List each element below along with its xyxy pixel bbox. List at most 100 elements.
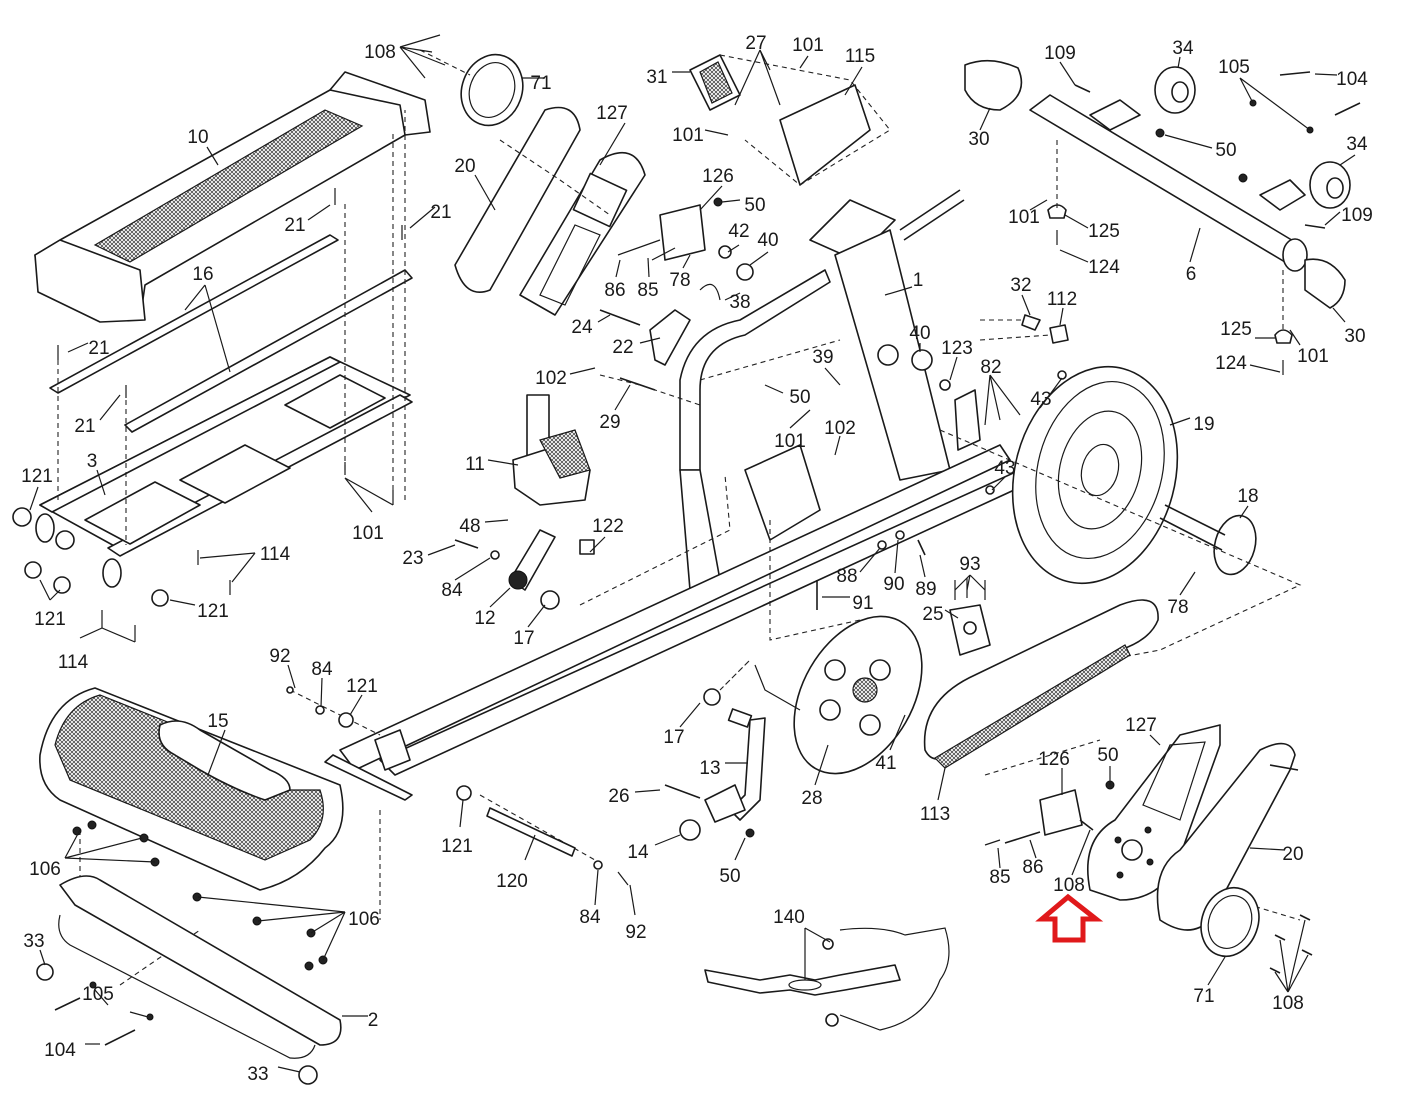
part-label-21-a: 21 [284, 215, 305, 236]
part-label-127-bottom: 127 [1125, 715, 1157, 736]
motor-part-11 [512, 394, 591, 506]
part-label-78-b: 78 [1167, 597, 1188, 618]
part-label-17-b: 17 [663, 727, 684, 748]
part-label-102-a: 102 [535, 368, 567, 389]
part-label-32: 32 [1010, 275, 1031, 296]
part-label-109-b: 109 [1341, 205, 1373, 226]
part-label-40-b: 40 [909, 323, 930, 344]
part-label-30-a: 30 [968, 129, 989, 150]
part-label-26: 26 [608, 786, 629, 807]
strap-part-140 [704, 927, 950, 1031]
flywheel-part-19 [1011, 365, 1179, 585]
part-label-109-a: 109 [1044, 43, 1076, 64]
part-label-121-b: 121 [34, 609, 66, 630]
part-label-115: 115 [845, 46, 875, 67]
part-label-120: 120 [496, 871, 528, 892]
highlight-arrow-icon [1035, 893, 1104, 943]
part-label-101-e: 101 [1008, 207, 1040, 228]
part-label-124-a: 124 [1088, 257, 1120, 278]
part-label-92-b: 92 [625, 922, 646, 943]
part-label-19: 19 [1193, 414, 1214, 435]
screws-part-108-right [1269, 914, 1313, 974]
part-label-121-c: 121 [197, 601, 229, 622]
part-label-12: 12 [474, 608, 495, 629]
part-label-23: 23 [402, 548, 423, 569]
part-label-1: 1 [913, 270, 924, 291]
part-label-3: 3 [87, 451, 98, 472]
part-label-14: 14 [627, 842, 649, 863]
part-label-22: 22 [612, 337, 633, 358]
hub-part-18 [1159, 504, 1257, 576]
part-label-91: 91 [852, 593, 873, 614]
part-label-18: 18 [1237, 486, 1258, 507]
part-label-89: 89 [915, 579, 936, 600]
part-label-33-a: 33 [23, 931, 44, 952]
part-label-2: 2 [368, 1010, 379, 1031]
part-label-28: 28 [801, 788, 822, 809]
part-label-50-b: 50 [789, 387, 810, 408]
part-label-114-a: 114 [260, 544, 291, 565]
bracket-part-126-right [984, 780, 1115, 846]
crank-part-13 [664, 688, 766, 841]
part-label-101-c: 101 [672, 125, 704, 146]
bracket-part-126 [599, 197, 754, 366]
part-label-27: 27 [745, 33, 766, 54]
part-label-88: 88 [836, 566, 857, 587]
part-label-78-top: 78 [669, 270, 690, 291]
part-label-93: 93 [959, 554, 980, 575]
part-label-33-b: 33 [247, 1064, 268, 1085]
part-label-11: 11 [465, 454, 485, 475]
part-label-41: 41 [875, 753, 896, 774]
part-label-113: 113 [920, 804, 950, 825]
part-label-20-top: 20 [454, 156, 475, 177]
part-label-43-a: 43 [1030, 389, 1051, 410]
part-label-101-a: 101 [352, 523, 384, 544]
console-cover-part-10 [34, 71, 431, 323]
tube-part-6 [1029, 94, 1308, 272]
part-label-106-b: 106 [348, 909, 380, 930]
axle-part-120 [456, 785, 629, 886]
part-label-6: 6 [1186, 264, 1197, 285]
part-label-126-top: 126 [702, 166, 734, 187]
sensor-part-31 [689, 54, 741, 111]
disc-part-71-right [1200, 886, 1260, 958]
part-label-85-bottom: 85 [989, 867, 1010, 888]
main-frame-part-1 [339, 189, 1026, 776]
part-label-50-d: 50 [719, 866, 740, 887]
disc-part-71 [460, 53, 524, 127]
pulley-part-28 [754, 615, 923, 775]
belt-part-113 [923, 599, 1159, 769]
part-label-71-bottom: 71 [1193, 986, 1214, 1007]
bushings-part-121 [12, 507, 169, 607]
part-label-127-top: 127 [596, 103, 628, 124]
rail-part-16 [49, 234, 413, 433]
fasteners-right-top [1047, 71, 1361, 375]
part-label-24: 24 [571, 317, 593, 338]
part-label-21-b: 21 [430, 202, 451, 223]
part-label-121-d: 121 [346, 676, 378, 697]
part-label-25: 25 [922, 604, 943, 625]
part-label-38: 38 [729, 292, 750, 313]
part-label-84-a: 84 [441, 580, 463, 601]
part-label-34-b: 34 [1346, 134, 1368, 155]
part-label-124-b: 124 [1215, 353, 1247, 374]
assembly-lines [57, 49, 1302, 986]
part-label-31: 31 [646, 67, 667, 88]
pedal-bracket [286, 686, 413, 801]
part-label-82: 82 [980, 357, 1001, 378]
part-label-102-b: 102 [824, 418, 856, 439]
part-label-30-b: 30 [1344, 326, 1365, 347]
part-label-21-c: 21 [88, 338, 109, 359]
part-label-48: 48 [459, 516, 480, 537]
part-label-105-b: 105 [82, 984, 114, 1005]
part-label-71-top: 71 [530, 73, 551, 94]
part-label-34-a: 34 [1172, 38, 1194, 59]
part-label-126-bottom: 126 [1038, 749, 1070, 770]
part-label-86-bottom: 86 [1022, 857, 1043, 878]
part-label-85-top: 85 [637, 280, 658, 301]
part-label-39: 39 [812, 347, 833, 368]
part-label-16: 16 [192, 264, 213, 285]
frame-part-3 [35, 356, 413, 588]
part-label-101-f: 101 [1297, 346, 1329, 367]
